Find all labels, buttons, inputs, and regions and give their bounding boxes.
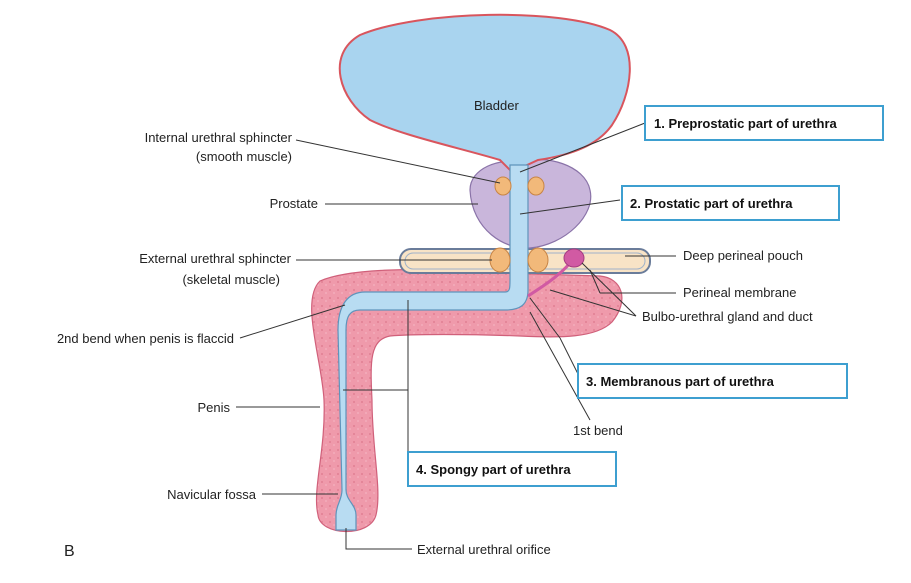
- spongy-part-box: 4. Spongy part of urethra: [407, 451, 617, 487]
- deep-perineal-pouch-label: Deep perineal pouch: [683, 248, 803, 263]
- membranous-part-box: 3. Membranous part of urethra: [577, 363, 848, 399]
- prostatic-part-box: 2. Prostatic part of urethra: [621, 185, 840, 221]
- first-bend-label: 1st bend: [573, 423, 623, 438]
- bladder: [338, 13, 631, 174]
- external-sphincter-left: [489, 247, 511, 273]
- second-bend-label: 2nd bend when penis is flaccid: [57, 331, 234, 346]
- prostate: [469, 158, 592, 249]
- internal-sphincter-right: [527, 176, 545, 196]
- prostate-label: Prostate: [270, 196, 318, 211]
- internal-sphincter-left: [494, 176, 512, 196]
- bulbo-urethral-duct: [527, 262, 572, 298]
- penis-label: Penis: [197, 400, 230, 415]
- navicular-fossa-label: Navicular fossa: [167, 487, 257, 502]
- bulbo-urethral-gland: [563, 248, 585, 268]
- external-sphincter-label: External urethral sphincter: [139, 251, 291, 266]
- external-orifice-label: External urethral orifice: [417, 542, 551, 557]
- external-sphincter-sublabel: (skeletal muscle): [182, 272, 280, 287]
- bladder-label: Bladder: [474, 98, 519, 113]
- spongy-part-label: 4. Spongy part of urethra: [416, 462, 571, 477]
- external-sphincter-right: [527, 247, 549, 273]
- membranous-part-label: 3. Membranous part of urethra: [586, 374, 775, 389]
- urethra: [335, 164, 529, 531]
- bulbo-urethral-label: Bulbo-urethral gland and duct: [642, 309, 813, 324]
- perineal-membrane-label: Perineal membrane: [683, 285, 796, 300]
- preprostatic-part-box: 1. Preprostatic part of urethra: [644, 105, 884, 141]
- panel-letter: B: [64, 543, 75, 560]
- preprostatic-part-label: 1. Preprostatic part of urethra: [654, 116, 838, 131]
- prostatic-part-label: 2. Prostatic part of urethra: [630, 196, 793, 211]
- internal-sphincter-label: Internal urethral sphincter: [145, 130, 293, 145]
- internal-sphincter-sublabel: (smooth muscle): [196, 149, 292, 164]
- penis-shape: [311, 269, 623, 533]
